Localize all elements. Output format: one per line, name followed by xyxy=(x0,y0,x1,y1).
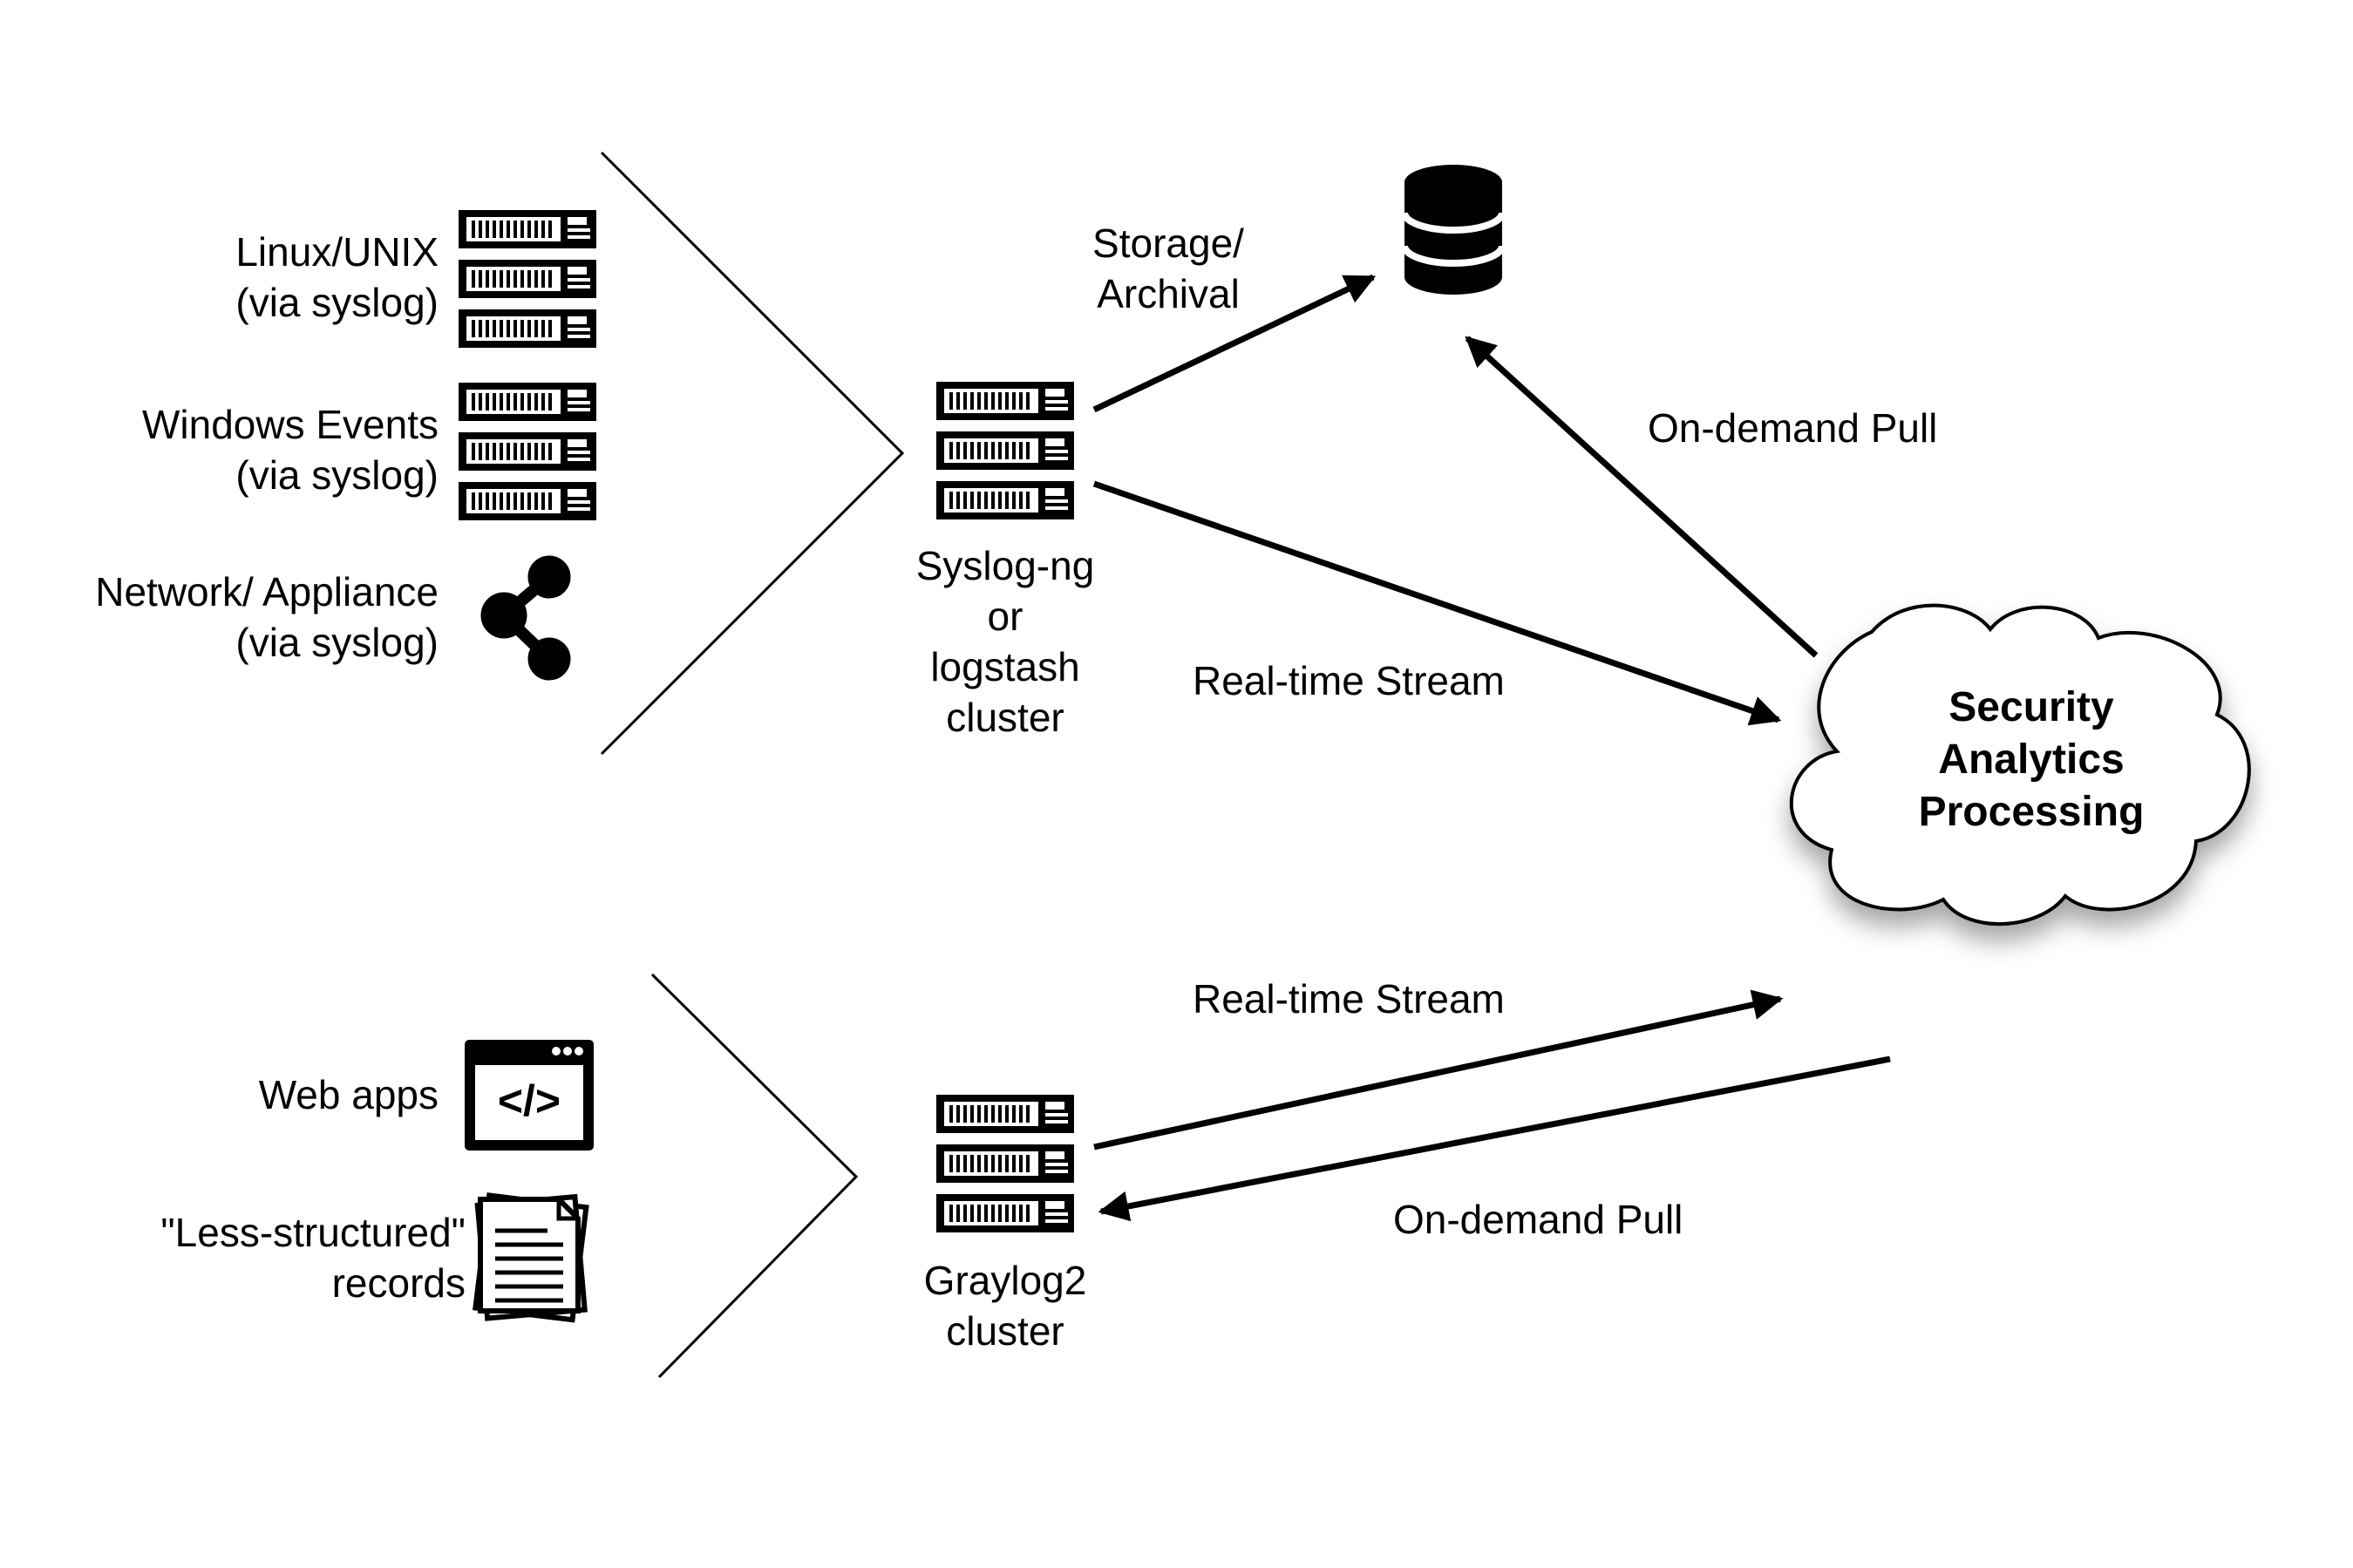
svg-text:</>: </> xyxy=(498,1076,561,1125)
cloud-line: Security xyxy=(1948,684,2114,730)
bottom-pull-label: On-demand Pull xyxy=(1393,1197,1683,1242)
share-network-icon xyxy=(480,555,571,681)
arrow-bottom-stream xyxy=(1093,989,1784,1151)
collector-line: cluster xyxy=(946,1308,1064,1354)
security-analytics-cloud xyxy=(1789,603,2251,926)
source-name: Web apps xyxy=(258,1072,439,1117)
server-stack-icon xyxy=(459,210,596,348)
source-name: Linux/UNIX xyxy=(235,229,439,275)
source-label: Web apps xyxy=(259,1069,439,1120)
collector-line: logstash xyxy=(930,644,1080,689)
collector-line: Syslog-ng xyxy=(915,543,1095,588)
source-name: Windows Events xyxy=(141,402,439,447)
documents-icon xyxy=(473,1192,589,1323)
bottom-stream-label: Real-time Stream xyxy=(1193,976,1505,1022)
source-label: Linux/UNIX (via syslog) xyxy=(235,227,439,328)
server-stack-icon xyxy=(459,383,596,520)
cloud-line: Analytics xyxy=(1938,736,2125,783)
source-label: Windows Events (via syslog) xyxy=(142,399,439,500)
database-icon xyxy=(1401,165,1506,295)
source-name-cont: records xyxy=(331,1260,466,1306)
collector-bottom-label: Graylog2 cluster xyxy=(874,1255,1136,1356)
collector-line: cluster xyxy=(946,695,1064,740)
arrow-top-stream xyxy=(1092,480,1782,726)
source-transport: (via syslog) xyxy=(235,620,439,665)
top-pull-label: On-demand Pull xyxy=(1648,405,1938,451)
source-name: "Less-structured" xyxy=(160,1210,466,1255)
source-label: Network/ Appliance (via syslog) xyxy=(95,567,439,668)
storage-line: Archival xyxy=(1097,271,1240,316)
collector-line: or xyxy=(987,594,1023,639)
source-transport: (via syslog) xyxy=(235,280,439,325)
arrow-storage xyxy=(1092,274,1377,413)
top-stream-label: Real-time Stream xyxy=(1193,658,1505,703)
source-transport: (via syslog) xyxy=(235,452,439,498)
arrow-top-pull xyxy=(1465,336,1819,658)
source-name: Network/ Appliance xyxy=(95,569,439,614)
collector-bottom-server-icon xyxy=(936,1095,1074,1232)
code-window-icon: </> xyxy=(465,1040,594,1151)
arrow-bottom-pull xyxy=(1098,1056,1891,1222)
source-label: "Less-structured" records xyxy=(160,1207,466,1308)
collector-line: Graylog2 xyxy=(923,1258,1087,1303)
cloud-label: Security Analytics Processing xyxy=(1857,682,2206,838)
storage-label: Storage/ Archival xyxy=(1029,218,1308,319)
collector-top-label: Syslog-ng or logstash cluster xyxy=(874,540,1136,743)
funnel-chevron-top xyxy=(600,151,905,756)
collector-top-server-icon xyxy=(936,382,1074,519)
funnel-chevron-bottom xyxy=(650,973,859,1379)
storage-line: Storage/ xyxy=(1092,221,1244,266)
cloud-line: Processing xyxy=(1918,789,2145,835)
